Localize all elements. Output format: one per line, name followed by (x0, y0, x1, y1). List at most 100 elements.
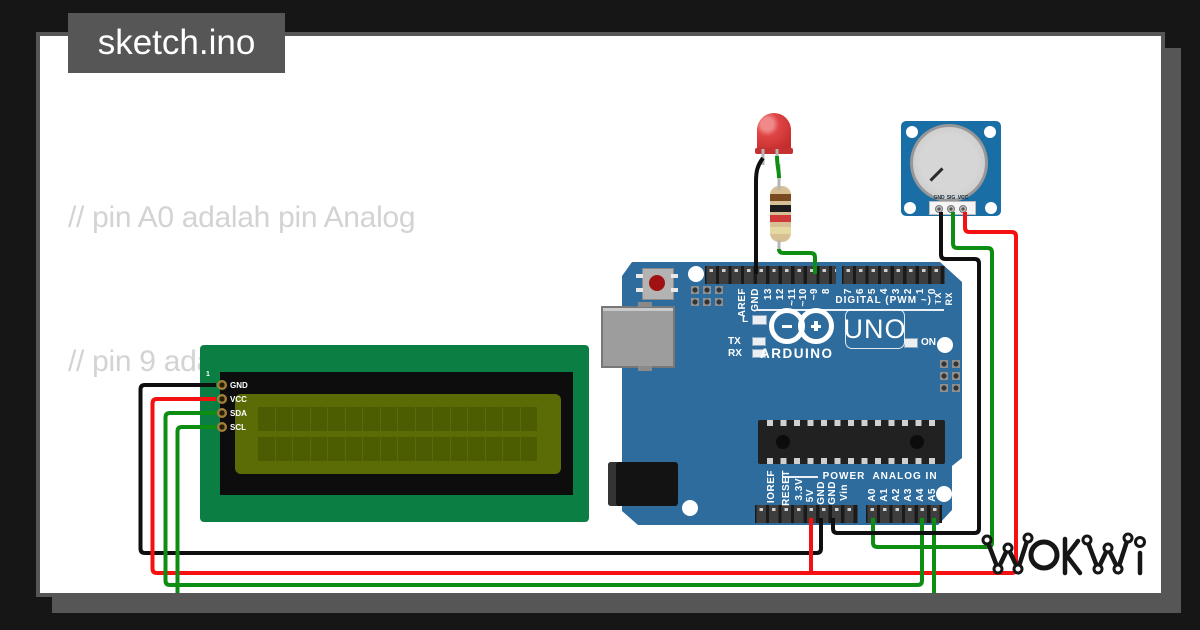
reset-button-cap (649, 275, 665, 291)
lcd-pin1-marker: 1 (206, 371, 210, 378)
lcd-cell (328, 437, 345, 461)
mounting-hole (936, 486, 952, 502)
resistor-band-black (770, 205, 791, 212)
mounting-hole (682, 500, 698, 516)
pin-label-2: 2 (903, 288, 914, 295)
mounting-hole (937, 337, 953, 353)
pot-pin-sig[interactable] (947, 204, 955, 213)
pin-label-gnd1: GND (816, 481, 827, 505)
lcd-cell (468, 407, 485, 431)
pot-hole (985, 202, 997, 214)
lcd-cell (503, 407, 520, 431)
lcd-character-grid (258, 407, 537, 461)
pot-pin-gnd[interactable] (935, 204, 943, 213)
lcd-cell (275, 437, 292, 461)
resistor-band-gold (770, 227, 791, 234)
arduino-uno-board[interactable]: AREF GND 13 12 ~11 ~10 ~9 8 7 ~6 ~5 4 ~3… (601, 262, 962, 525)
lcd-pin-label: VCC (230, 395, 247, 404)
lcd-cell (485, 407, 502, 431)
pin-label-ioref: IOREF (766, 470, 777, 504)
lcd-cell (345, 407, 362, 431)
lcd-pin-vcc[interactable] (217, 394, 227, 404)
pin-label-a0: A0 (867, 488, 878, 502)
serial-rx-label: RX (944, 292, 954, 306)
resistor-band-brown (770, 194, 791, 201)
led-tx (753, 338, 765, 345)
power-section-label: POWER (818, 471, 870, 482)
lcd-cell (433, 407, 450, 431)
uno-model-badge: UNO (844, 309, 906, 349)
resistor[interactable] (770, 186, 791, 242)
reset-button[interactable] (636, 268, 678, 300)
arduino-brand-text: ARDUINO (760, 346, 834, 361)
lcd-cell (258, 437, 275, 461)
lcd-cell (258, 407, 275, 431)
pin-label-4: 4 (879, 288, 890, 295)
lcd-cell (275, 407, 292, 431)
pin-label-12: 12 (775, 288, 786, 301)
lcd-cell (310, 407, 327, 431)
lcd-cell (363, 407, 380, 431)
resistor-band-red (770, 215, 791, 222)
pot-pin-strip: GND SIG VCC (929, 195, 976, 215)
pot-pin-label: SIG (946, 195, 956, 201)
lcd-cell (450, 437, 467, 461)
digital-header-right[interactable] (842, 266, 945, 284)
wire-led-gnd[interactable] (754, 156, 765, 274)
lcd-cell (380, 407, 397, 431)
usb-connector (601, 306, 675, 368)
lcd-cell (345, 437, 362, 461)
led-rx-label: RX (728, 348, 742, 359)
digital-section-label: DIGITAL (PWM ~) (832, 295, 935, 306)
pot-pin-label: VCC (957, 195, 969, 201)
lcd-cell (398, 437, 415, 461)
lcd-cell (520, 407, 537, 431)
lcd-pin-label: GND (230, 381, 248, 390)
pot-knob[interactable] (910, 124, 988, 202)
lcd-pin-label: SDA (230, 409, 247, 418)
pin-label-vin: Vin (839, 484, 850, 501)
pin-label-aref: AREF (737, 288, 748, 318)
pin-label-10: ~10 (798, 288, 809, 307)
analog-section-label: ANALOG IN (866, 471, 944, 482)
lcd-cell (450, 407, 467, 431)
power-jack (608, 462, 678, 506)
diagram-canvas: // pin A0 adalah pin Analog // pin 9 ada… (36, 32, 1165, 597)
led-tx-label: TX (728, 336, 741, 347)
pot-pin-vcc[interactable] (959, 204, 967, 213)
led-l-label: L (742, 314, 749, 325)
led-l (753, 316, 766, 324)
pot-hole (984, 126, 996, 138)
lcd-cell (433, 437, 450, 461)
lcd-cell (380, 437, 397, 461)
lcd-pin-gnd[interactable] (217, 380, 227, 390)
digital-header-left[interactable] (705, 266, 836, 284)
pin-label-a4: A4 (915, 488, 926, 502)
analog-header[interactable] (866, 505, 942, 523)
atmega-chip (758, 420, 945, 464)
usb-tab (638, 366, 652, 371)
usb-tab (638, 302, 652, 307)
lcd-cell (485, 437, 502, 461)
lcd1602-module[interactable]: 1 GND VCC SDA SCL (200, 345, 589, 522)
sketch-file-tab[interactable]: sketch.ino (68, 13, 285, 73)
lcd-cell (468, 437, 485, 461)
led-on (905, 339, 917, 347)
led-red[interactable] (757, 113, 791, 153)
pot-hole (904, 202, 916, 214)
pin-label-9: ~9 (809, 288, 820, 301)
lcd-pin-sda[interactable] (217, 408, 227, 418)
pin-label-a2: A2 (891, 488, 902, 502)
pin-label-gnd2: GND (827, 481, 838, 505)
pin-label-5v: 5V (805, 489, 816, 503)
lcd-cell (293, 437, 310, 461)
lcd-pin-scl[interactable] (217, 422, 227, 432)
wire-led-resistor[interactable] (775, 155, 781, 179)
lcd-cell (520, 437, 537, 461)
pin-label-8: 8 (821, 288, 832, 295)
potentiometer[interactable]: GND SIG VCC (901, 121, 1001, 216)
lcd-cell (415, 407, 432, 431)
pin-label-a3: A3 (903, 488, 914, 502)
lcd-cell (363, 437, 380, 461)
power-header[interactable] (755, 505, 858, 523)
